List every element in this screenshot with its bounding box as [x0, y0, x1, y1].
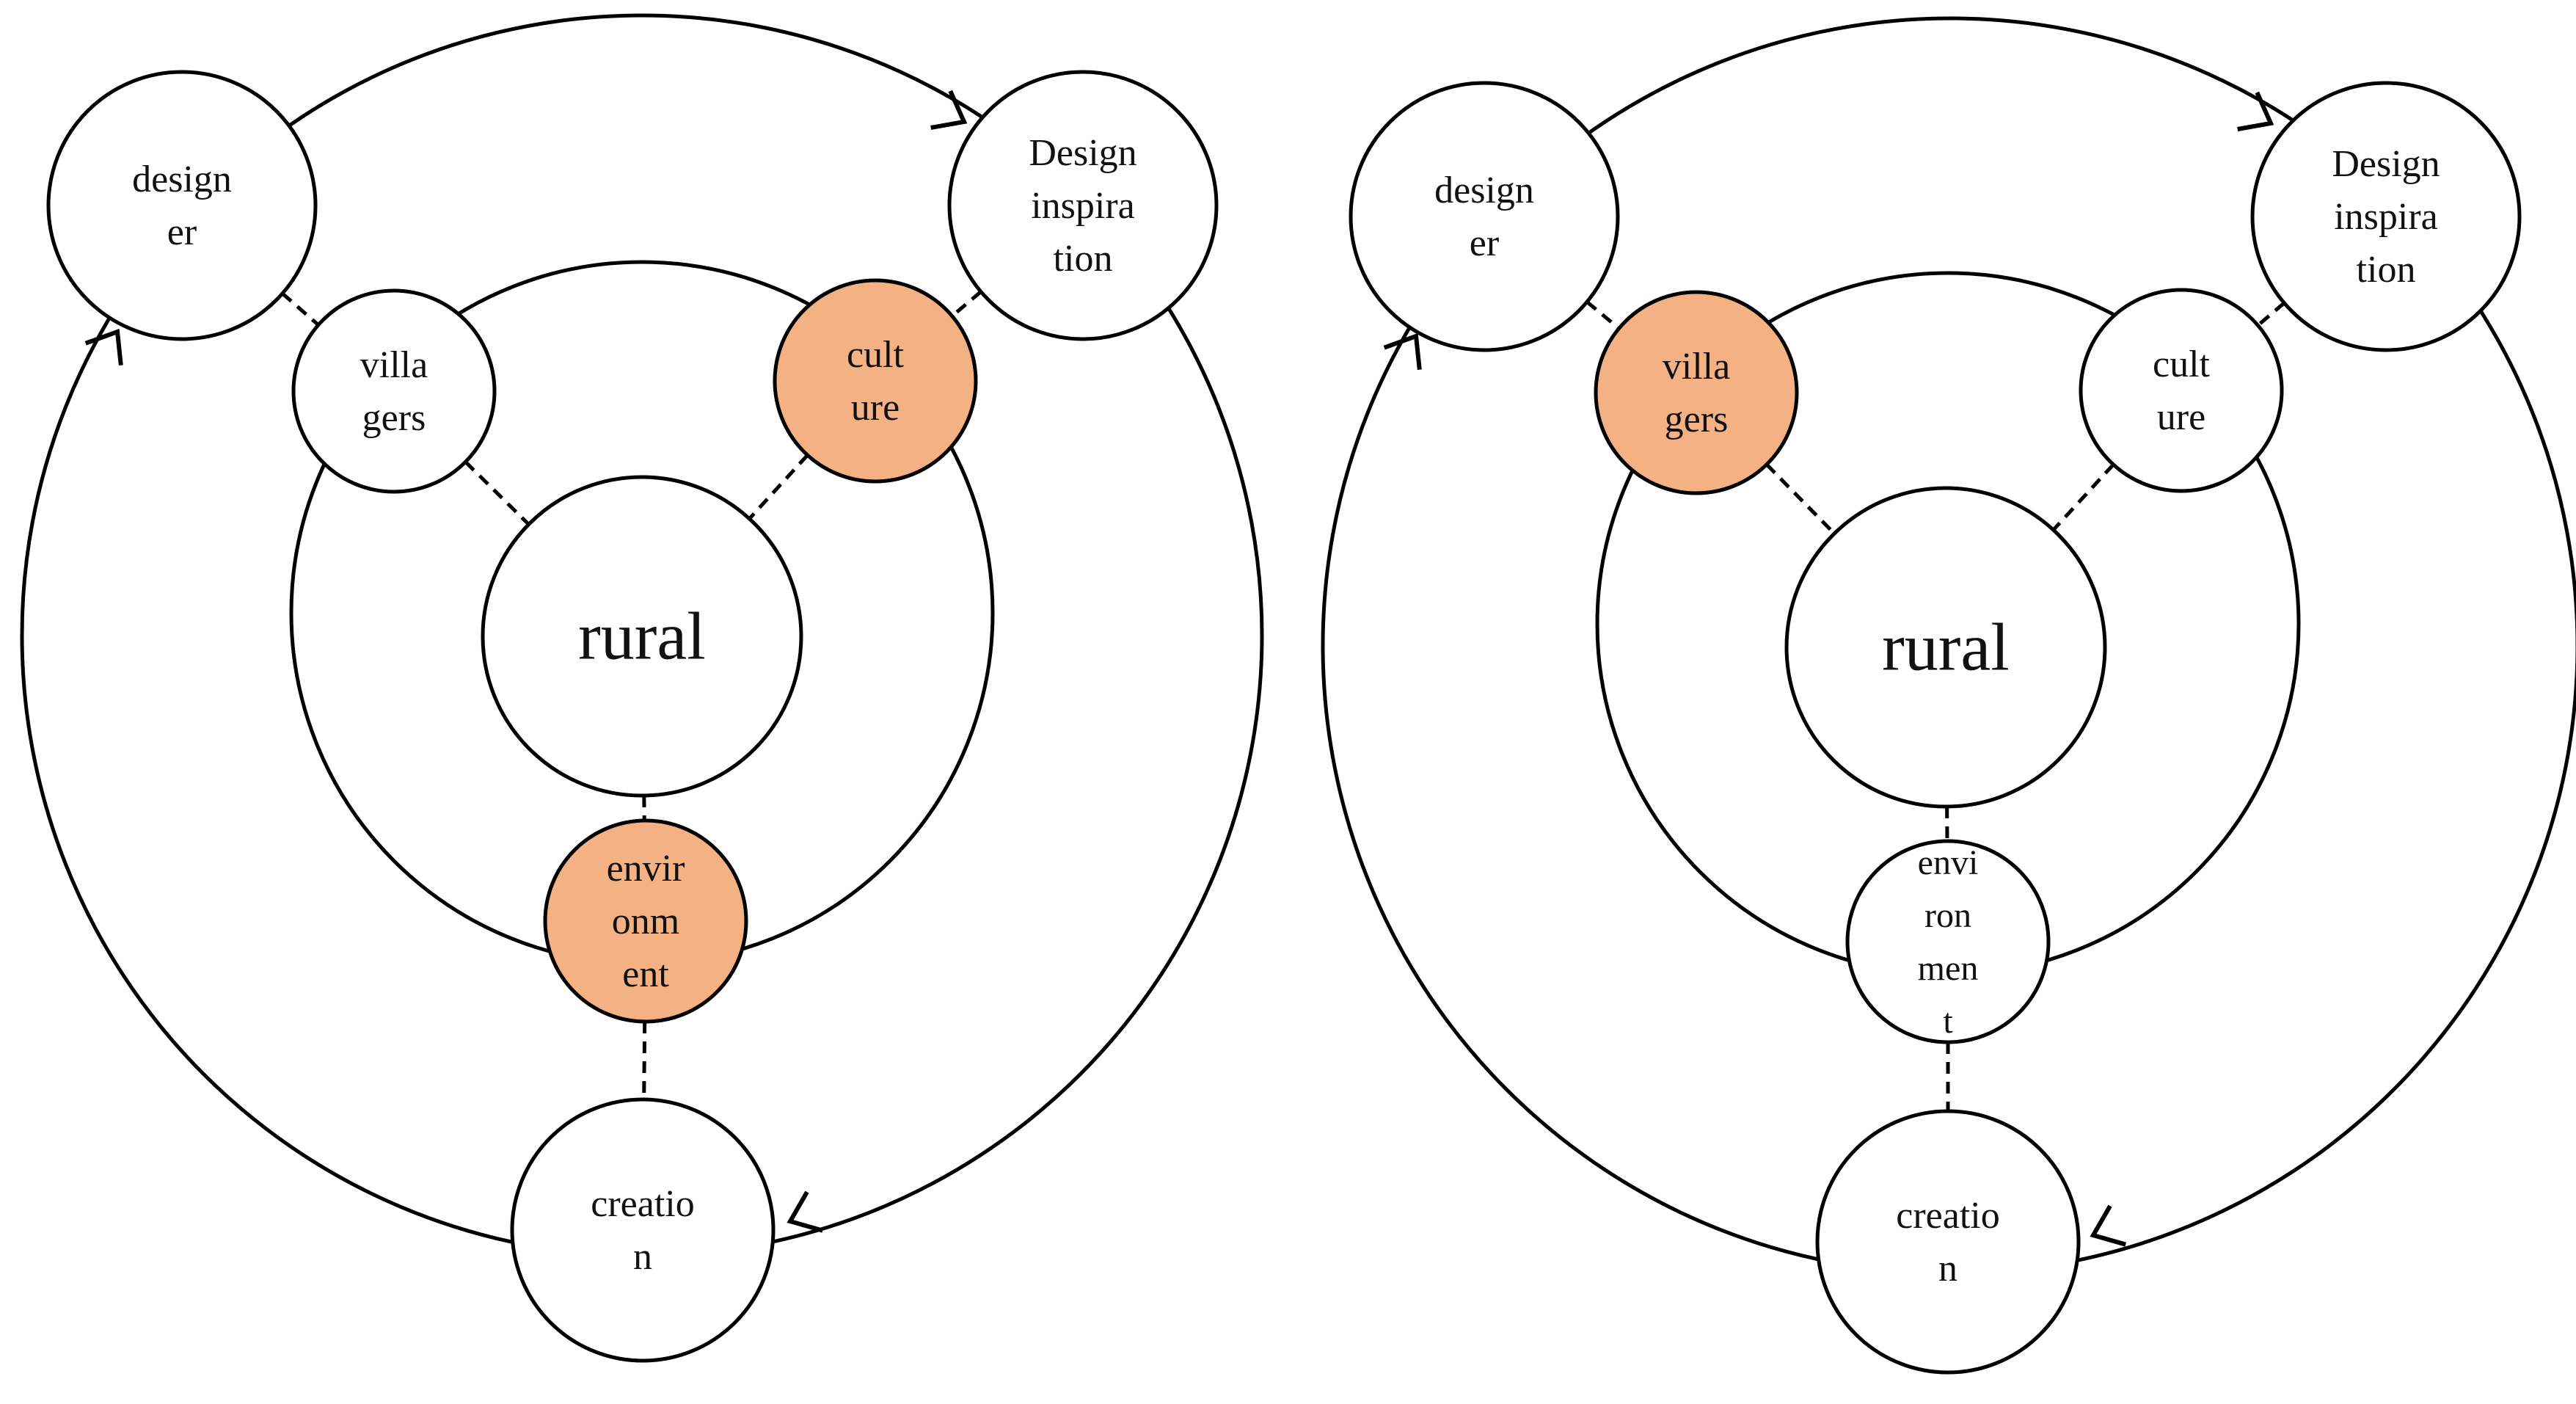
node-environment: envir onm ent — [543, 818, 748, 1024]
arrowhead-to-designer — [84, 328, 123, 366]
node-creation: creatio n — [1815, 1109, 2081, 1375]
arrowhead-to-designer — [1383, 332, 1422, 371]
node-culture-label-line: cult — [2153, 343, 2211, 385]
node-designer: design er — [46, 70, 318, 341]
node-culture-circle — [2079, 288, 2284, 493]
node-villagers: villa gers — [1594, 290, 1799, 495]
dashed-connector — [642, 1021, 647, 1100]
node-rural: rural — [481, 475, 803, 798]
node-inspiration-label-line: Design — [2332, 143, 2440, 185]
node-designer-circle — [46, 70, 318, 341]
node-designer-label-line: design — [1434, 170, 1534, 211]
node-rural: rural — [1784, 486, 2107, 809]
node-creation-circle — [1815, 1109, 2081, 1375]
node-creation: creatio n — [510, 1097, 776, 1363]
arrowhead-to-creation — [2090, 1204, 2127, 1247]
node-inspiration: Design inspira tion — [947, 70, 1219, 341]
node-inspiration-label-line: Design — [1029, 132, 1136, 174]
node-environment-label-line: onm — [612, 901, 679, 942]
dashed-connector — [464, 460, 530, 526]
node-inspiration-label-line: inspira — [2334, 196, 2438, 238]
node-designer: design er — [1349, 81, 1620, 352]
node-inspiration-label-line: inspira — [1031, 185, 1135, 227]
node-environment-circle — [543, 818, 748, 1024]
node-villagers-circle — [291, 288, 497, 494]
node-rural-label-line: rural — [578, 598, 706, 673]
arrowhead-to-inspiration — [930, 90, 968, 130]
arrowhead-to-creation — [787, 1190, 824, 1233]
node-creation-label-line: n — [633, 1236, 652, 1278]
node-environment-label-line: ent — [622, 953, 669, 995]
node-environment-label-line: envir — [607, 848, 685, 890]
node-villagers-label-line: villa — [360, 344, 428, 386]
node-inspiration-circle — [2250, 81, 2522, 352]
dashed-connector — [1586, 300, 1621, 330]
node-creation-label-line: n — [1938, 1248, 1957, 1290]
node-culture: cult ure — [773, 278, 978, 484]
node-designer-label-line: er — [167, 211, 197, 253]
node-villagers-label-line: gers — [1665, 399, 1729, 440]
node-villagers-circle — [1594, 290, 1799, 495]
diagram-right: design er Design inspira tion creatio n villa ge… — [1321, 16, 2576, 1375]
node-designer-label-line: design — [132, 159, 232, 200]
node-villagers-label-line: villa — [1663, 346, 1730, 388]
node-culture-label-line: ure — [2157, 396, 2205, 438]
node-environment-label-line: men — [1918, 949, 1979, 988]
node-inspiration-circle — [947, 70, 1219, 341]
node-villagers: villa gers — [291, 288, 497, 494]
node-environment-label-line: ron — [1924, 896, 1971, 935]
node-designer-circle — [1349, 81, 1620, 352]
node-creation-label-line: creatio — [591, 1183, 694, 1225]
arrowhead-to-inspiration — [2237, 91, 2274, 131]
node-creation-label-line: creatio — [1896, 1195, 1999, 1237]
dashed-connector — [2051, 463, 2115, 531]
node-inspiration-label-line: tion — [1054, 238, 1113, 280]
node-culture-label-line: cult — [847, 334, 905, 376]
dashed-connector — [281, 292, 320, 327]
node-environment-label-line: t — [1943, 1002, 1953, 1041]
node-villagers-label-line: gers — [362, 397, 426, 439]
node-culture-label-line: ure — [851, 387, 900, 429]
node-inspiration: Design inspira tion — [2250, 81, 2522, 352]
node-rural-label-line: rural — [1882, 609, 2010, 684]
node-rural-circle — [1784, 486, 2107, 809]
node-environment-label-line: envi — [1918, 843, 1979, 882]
node-creation-circle — [510, 1097, 776, 1363]
dashed-connector — [2256, 301, 2285, 327]
node-environment-circle — [1845, 839, 2051, 1044]
dashed-connector — [951, 290, 982, 318]
node-culture: cult ure — [2079, 288, 2284, 493]
dashed-connector — [1765, 463, 1836, 535]
diagram-left: design er Design inspira tion creatio n villa ge… — [20, 13, 1264, 1363]
node-environment: envi ron men t — [1845, 839, 2051, 1044]
dashed-connector — [748, 454, 809, 520]
node-designer-label-line: er — [1470, 222, 1499, 264]
node-culture-circle — [773, 278, 978, 484]
node-inspiration-label-line: tion — [2357, 249, 2416, 291]
node-rural-circle — [481, 475, 803, 798]
